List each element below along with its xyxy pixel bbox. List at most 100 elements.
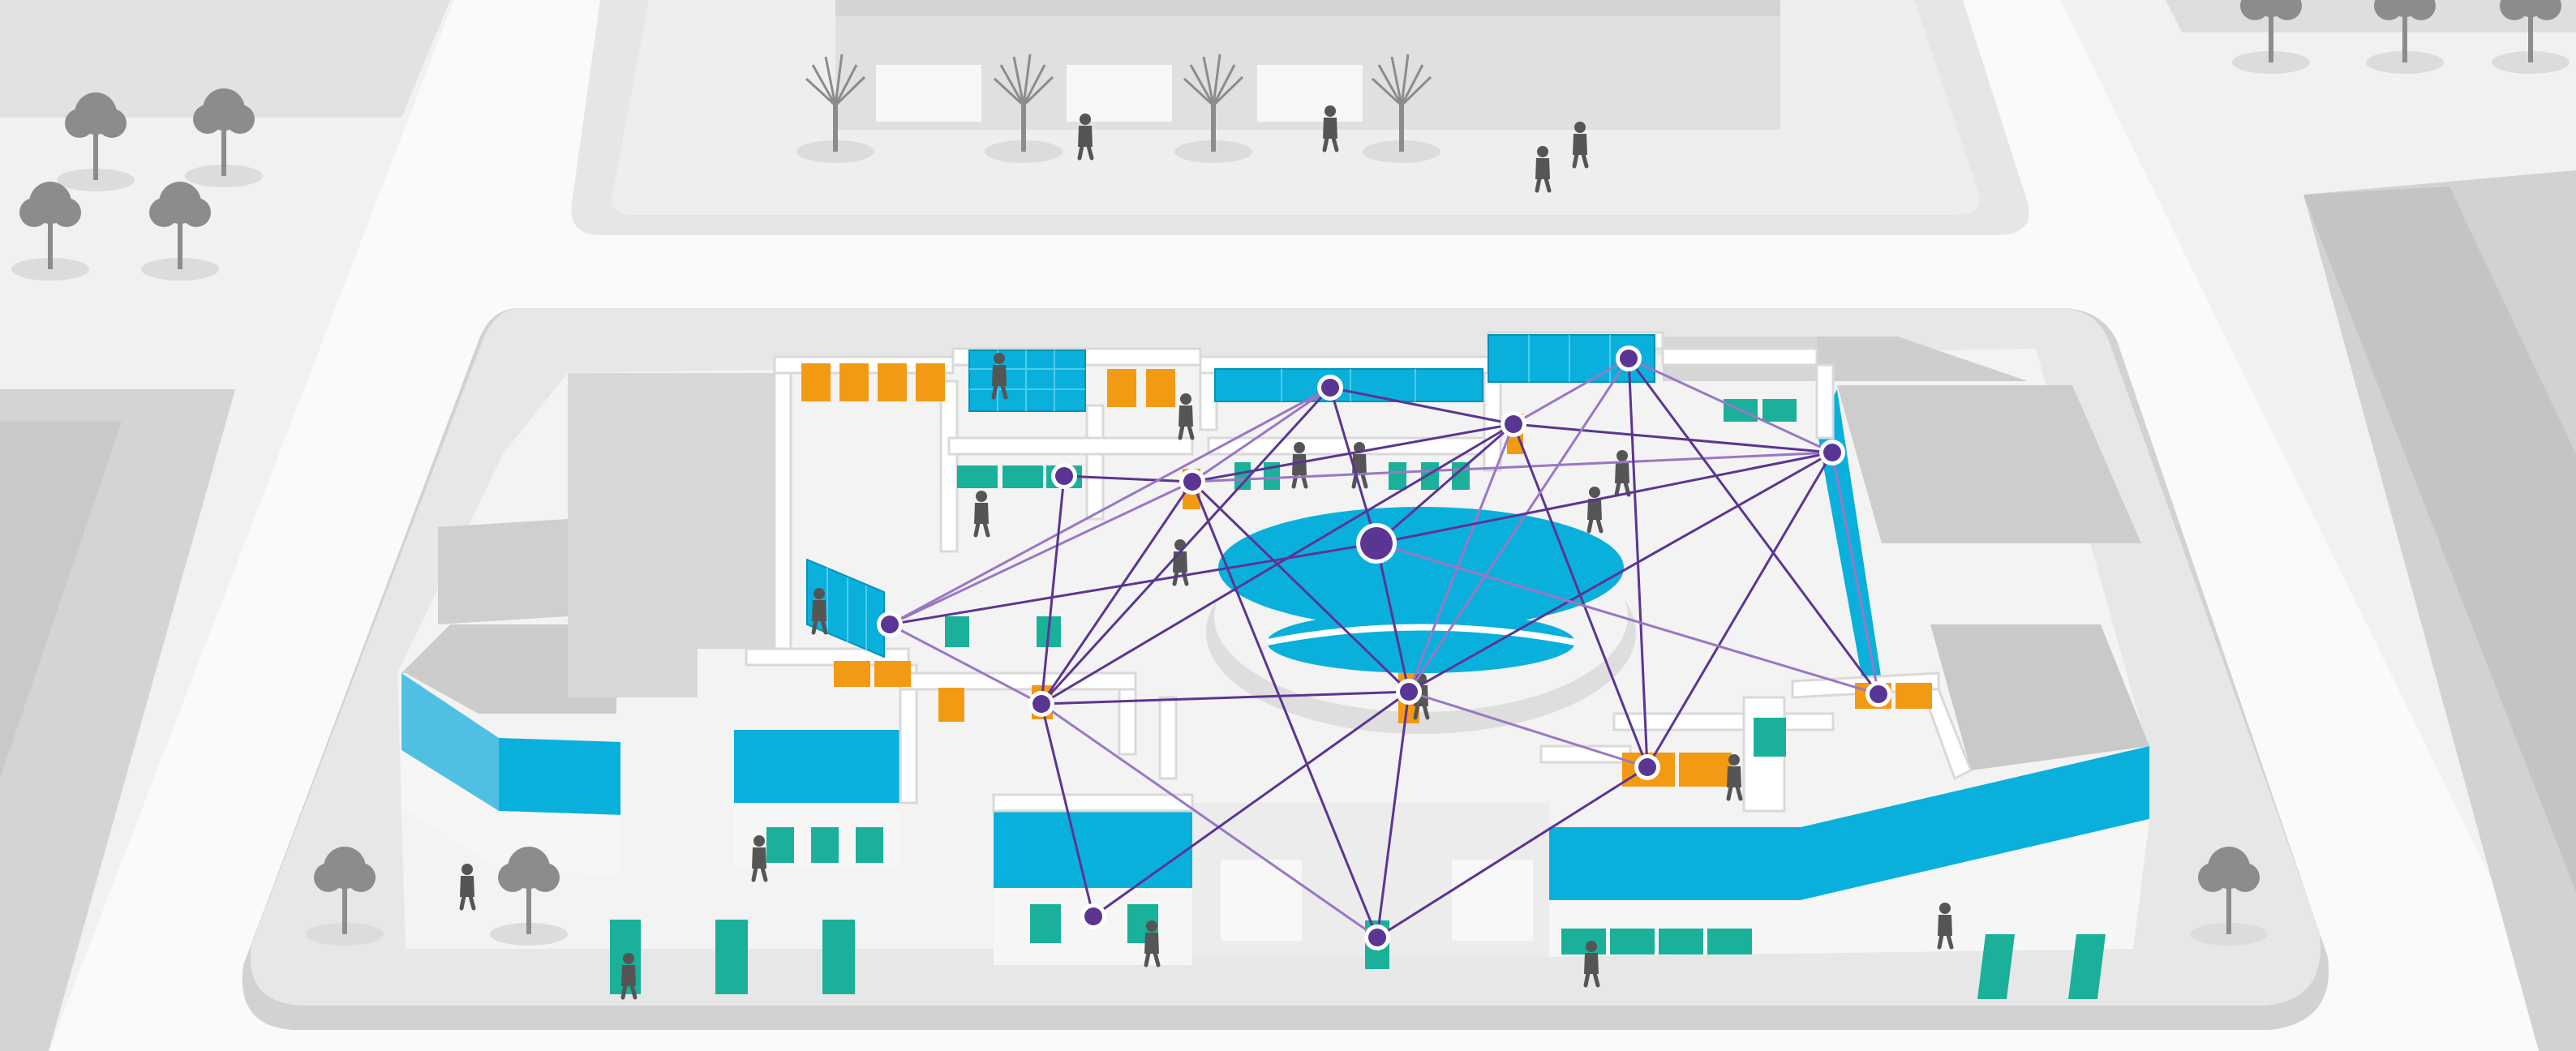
tree-icon (306, 847, 384, 946)
network-link (1041, 423, 1514, 706)
tree-icon (2190, 847, 2268, 946)
network-link (1040, 475, 1066, 705)
network-link (1191, 481, 1379, 938)
person-icon (1726, 754, 1743, 801)
person-icon (1937, 903, 1954, 950)
person-icon (1586, 487, 1604, 534)
building-window (1067, 65, 1172, 122)
network-link (1329, 387, 1378, 544)
person-icon (1535, 146, 1552, 193)
left-wing-room (438, 519, 568, 624)
facade-left (401, 673, 499, 811)
facade-right-lower (1549, 819, 2149, 957)
network-link (1513, 423, 1833, 454)
wireless-node-icon (1819, 440, 1845, 465)
network-link (889, 386, 1331, 626)
tree-icon (185, 88, 263, 187)
network-link (1040, 386, 1332, 706)
blue-storefronts (806, 334, 1655, 658)
person-icon (991, 353, 1008, 400)
right-wing-room (1837, 385, 2141, 543)
right-wing-room (1930, 624, 2149, 770)
person-icon (751, 835, 768, 882)
network-nodes (877, 345, 1891, 950)
network-link (1376, 451, 1833, 545)
person-icon (1178, 393, 1195, 440)
network-link (889, 623, 1042, 706)
entrance-recess (1452, 860, 1533, 941)
person-icon (973, 491, 990, 538)
facade-right (1801, 746, 2149, 900)
building-top-roof (835, 0, 1780, 16)
network-link (889, 480, 1193, 626)
network-link (1646, 452, 1834, 768)
facade-center-left (994, 811, 1192, 888)
tree-icon (985, 54, 1063, 163)
tree-icon (1174, 54, 1252, 163)
network-link (1376, 542, 1879, 696)
central-atrium-node (1356, 523, 1397, 564)
person-icon (1572, 122, 1589, 169)
network-link (1063, 474, 1193, 483)
network-link (889, 542, 1377, 626)
trees (11, 0, 2570, 946)
central-atrium (1206, 507, 1636, 734)
person-icon (1077, 114, 1094, 161)
tree-icon (796, 54, 874, 163)
network-link (1408, 451, 1833, 693)
wireless-node-icon (1179, 469, 1205, 495)
main-site (242, 308, 2329, 1030)
network-link (1407, 423, 1515, 693)
network-link (1376, 691, 1410, 938)
storefront-grid (826, 335, 1611, 650)
person-icon (1583, 941, 1600, 988)
person-icon (1291, 442, 1308, 489)
atrium-inner-edge (1266, 624, 1576, 646)
person-icon (811, 588, 828, 635)
network-link (1040, 703, 1095, 917)
network-link (1191, 386, 1331, 483)
building-window (1257, 65, 1363, 122)
tree-icon (11, 182, 89, 281)
tree-icon (2366, 0, 2444, 74)
network-link (1191, 423, 1514, 483)
tree-icon (1363, 54, 1440, 163)
facade-left (499, 738, 620, 815)
wireless-node-icon (1317, 375, 1343, 401)
network-link (1041, 702, 1378, 939)
block-right-face (2303, 187, 2576, 892)
facade-left-lower (401, 750, 620, 876)
wireless-node-icon (1051, 463, 1077, 489)
tree-icon (57, 92, 135, 191)
network-link (1329, 386, 1514, 426)
block-left-face (0, 422, 122, 779)
person-icon (459, 864, 476, 911)
network-link (1191, 480, 1410, 693)
network-link (1628, 357, 1833, 454)
facade-right (1549, 827, 1801, 900)
entrance-recess (1221, 860, 1302, 941)
tree-icon (2232, 0, 2310, 74)
network-links (889, 357, 1880, 939)
tree-icon (141, 182, 219, 281)
wireless-node-icon (1501, 411, 1526, 437)
network-link (1376, 423, 1514, 545)
left-wing-top (401, 624, 616, 714)
tree-icon (490, 847, 568, 946)
wireless-node-icon (1364, 924, 1390, 950)
network-link (1513, 357, 1629, 426)
network-link (1041, 690, 1410, 706)
left-wing-room (568, 373, 775, 697)
person-icon (1144, 920, 1161, 967)
network-link (1191, 451, 1833, 483)
wireless-node-icon (877, 611, 903, 637)
person-icon (620, 953, 638, 1000)
wireless-node-icon (1865, 681, 1891, 707)
network-link (1375, 543, 1410, 693)
atrium-void-upper (1218, 507, 1624, 628)
people (459, 105, 1954, 1000)
network-link (1093, 690, 1410, 918)
wireless-node-icon (1080, 903, 1106, 929)
network-link (1376, 766, 1648, 939)
